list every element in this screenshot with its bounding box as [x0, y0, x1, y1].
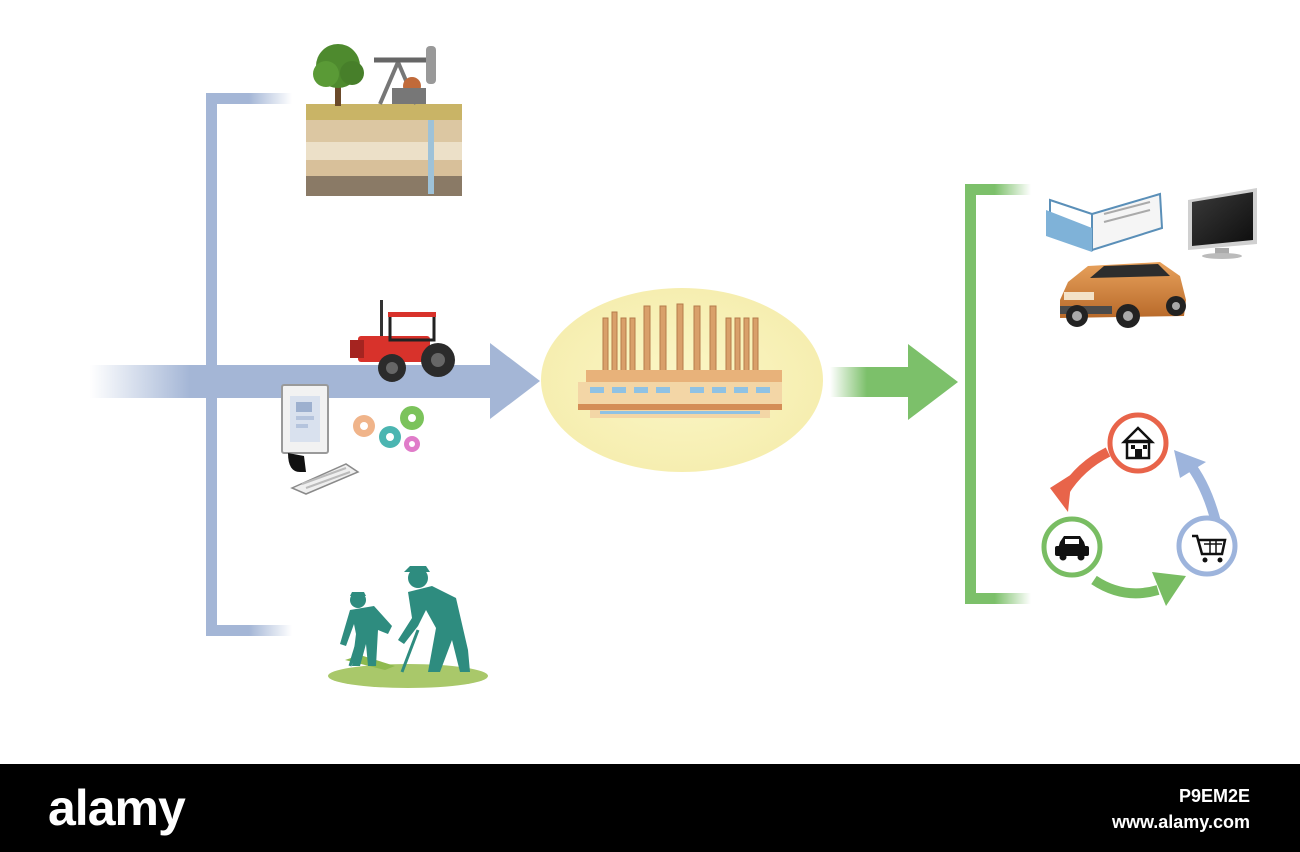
site-url: www.alamy.com: [1111, 812, 1250, 832]
book-icon: [1046, 192, 1164, 252]
computer-gears-icon: [281, 384, 424, 495]
cycle-arrow-green: [1091, 572, 1186, 606]
input-bracket: [90, 93, 540, 636]
output-main-line: [830, 367, 912, 397]
economic-cycle: [1041, 412, 1238, 606]
cycle-arrow-red: [1050, 447, 1111, 512]
cycle-car-icon: [1041, 516, 1103, 578]
output-vertical-line: [965, 184, 976, 604]
output-top-branch: [965, 184, 1031, 195]
workers-icon: [328, 566, 488, 688]
tractor-icon: [350, 300, 455, 382]
output-bracket: [830, 184, 1031, 604]
output-bottom-branch: [965, 593, 1031, 604]
cycle-arrow-blue: [1174, 450, 1221, 524]
oil-pump-land-icon: [306, 44, 462, 196]
watermark-footer: alamy P9EM2E www.alamy.com: [0, 764, 1300, 852]
input-vertical-line: [206, 93, 217, 636]
shopping-cart-icon: [1176, 515, 1238, 577]
car-icon: [1060, 262, 1186, 328]
input-top-branch: [206, 93, 292, 104]
input-arrow-head: [490, 343, 540, 419]
input-bottom-branch: [206, 625, 292, 636]
house-icon: [1107, 412, 1169, 474]
economic-flow-diagram: [90, 44, 1257, 688]
image-id: P9EM2E: [1178, 786, 1250, 806]
brand-logo: alamy: [48, 780, 186, 836]
output-arrow-head: [908, 344, 958, 420]
monitor-icon: [1188, 188, 1257, 259]
factory-icon: [541, 288, 823, 472]
